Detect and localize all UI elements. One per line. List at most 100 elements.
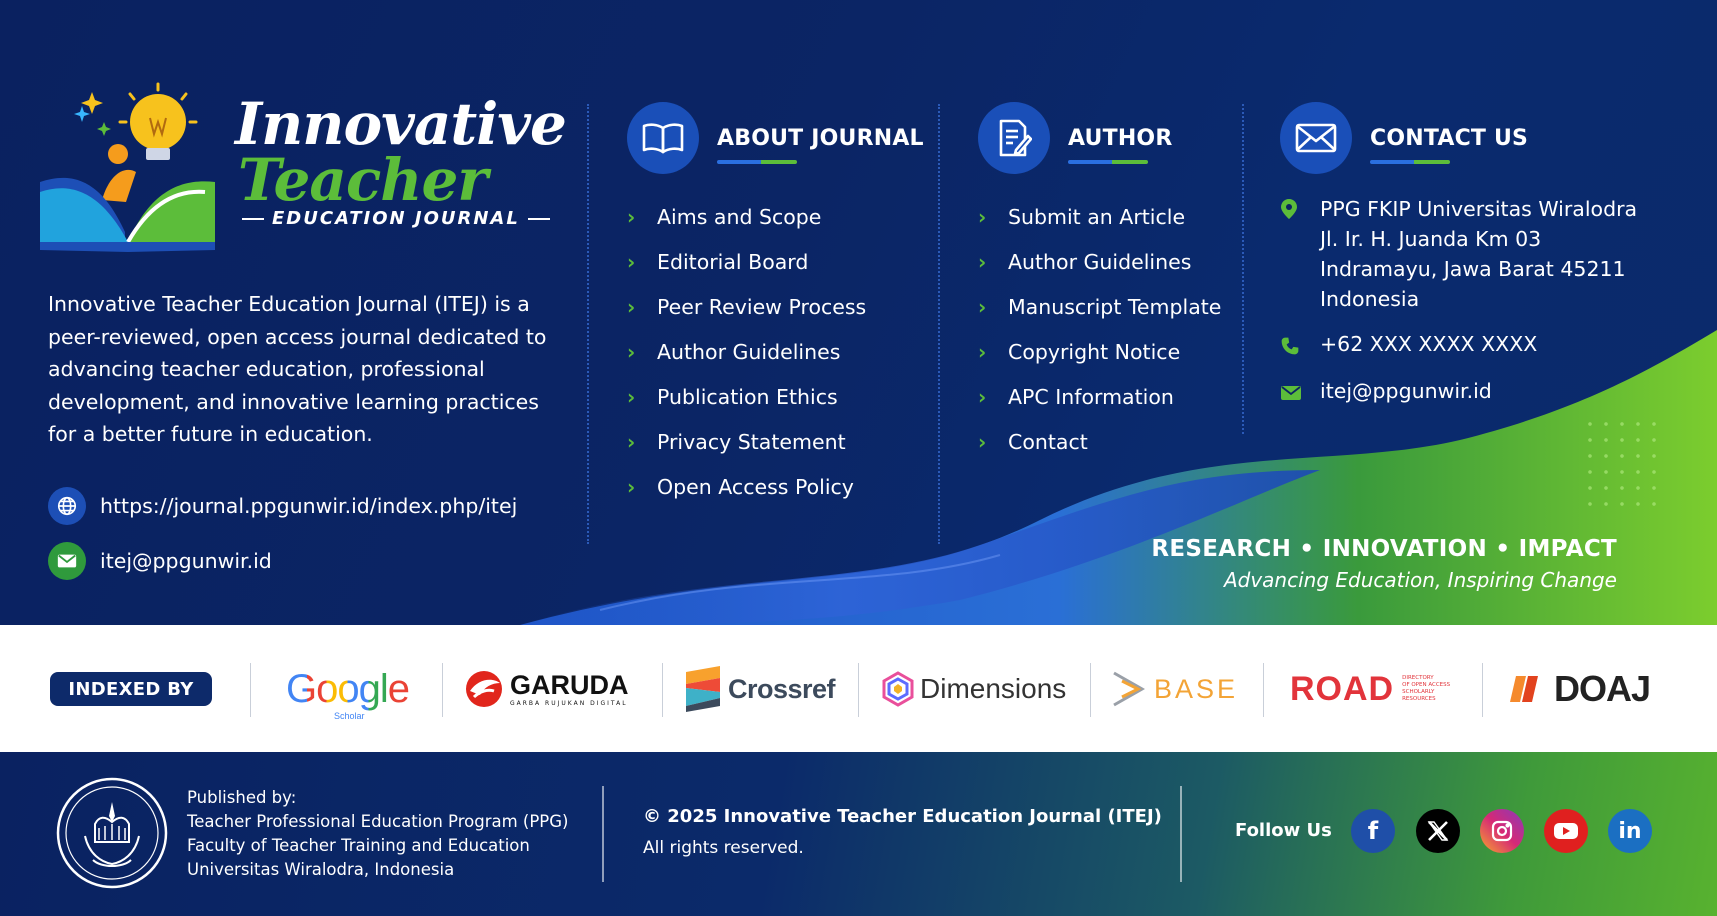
book-icon (627, 102, 699, 174)
contact-email[interactable]: itej@ppgunwir.id (1280, 379, 1637, 407)
divider (1090, 663, 1091, 717)
email-link[interactable]: itej@ppgunwir.id (48, 542, 272, 580)
contact-phone[interactable]: +62 XXX XXXX XXXX (1280, 332, 1637, 361)
address-line: Indonesia (1320, 287, 1420, 311)
instagram-icon[interactable] (1480, 809, 1524, 853)
dimensions-wordmark: Dimensions (920, 673, 1067, 704)
garuda-logo[interactable]: GARUDA GARBA RUJUKAN DIGITAL (464, 653, 629, 725)
dimensions-icon (882, 671, 914, 707)
divider (858, 663, 859, 717)
journal-description: Innovative Teacher Education Journal (IT… (48, 292, 547, 446)
phone-icon (1280, 332, 1320, 361)
divider (662, 663, 663, 717)
x-icon[interactable] (1416, 809, 1460, 853)
about-item-publication-ethics[interactable]: ›Publication Ethics (627, 384, 838, 409)
chevron-right-icon: › (627, 474, 636, 499)
chevron-right-icon: › (978, 204, 987, 229)
dimensions-logo[interactable]: Dimensions (880, 653, 1066, 725)
divider (1242, 104, 1244, 434)
mail-icon (48, 542, 86, 580)
youtube-icon[interactable] (1544, 809, 1588, 853)
chevron-right-icon: › (627, 429, 636, 454)
document-icon (978, 102, 1050, 174)
road-sub: DIRECTORY OF OPEN ACCESS SCHOLARLY RESOU… (1402, 675, 1451, 702)
website-url[interactable]: https://journal.ppgunwir.id/index.php/it… (100, 494, 518, 518)
footer: Published by: Teacher Professional Educa… (0, 752, 1717, 916)
author-item-apc[interactable]: ›APC Information (978, 384, 1174, 409)
contact-address: PPG FKIP Universitas Wiralodra Jl. Ir. H… (1280, 194, 1637, 314)
base-logo[interactable]: BASE (1112, 653, 1238, 725)
divider (938, 104, 940, 544)
hero-section: Innovative Teacher EDUCATION JOURNAL Inn… (0, 0, 1717, 625)
published-label: Published by: (187, 788, 297, 807)
garuda-sub: GARBA RUJUKAN DIGITAL (510, 699, 628, 707)
about-item-privacy[interactable]: ›Privacy Statement (627, 429, 846, 454)
chevron-right-icon: › (978, 429, 987, 454)
author-heading: AUTHOR (1068, 125, 1173, 151)
email-address[interactable]: itej@ppgunwir.id (100, 549, 272, 573)
chevron-right-icon: › (978, 294, 987, 319)
base-wordmark: BASE (1154, 673, 1239, 704)
chevron-right-icon: › (978, 339, 987, 364)
divider (1180, 786, 1182, 882)
divider (250, 663, 251, 717)
about-item-aims[interactable]: ›Aims and Scope (627, 204, 822, 229)
publisher-line: Universitas Wiralodra, Indonesia (187, 860, 455, 879)
crossref-icon (686, 666, 720, 712)
road-logo[interactable]: ROAD DIRECTORY OF OPEN ACCESS SCHOLARLY … (1290, 653, 1450, 725)
chevron-right-icon: › (627, 249, 636, 274)
journal-logo[interactable]: Innovative Teacher EDUCATION JOURNAL (40, 82, 567, 272)
author-item-contact[interactable]: ›Contact (978, 429, 1088, 454)
university-seal-icon (56, 777, 168, 889)
author-item-copyright[interactable]: ›Copyright Notice (978, 339, 1181, 364)
garuda-icon (466, 671, 502, 707)
publisher-info: Published by: Teacher Professional Educa… (187, 786, 568, 882)
divider (587, 104, 589, 544)
rights-text: All rights reserved. (643, 838, 804, 858)
follow-us-label: Follow Us (1235, 820, 1332, 841)
author-item-template[interactable]: ›Manuscript Template (978, 294, 1222, 319)
divider (1482, 663, 1483, 717)
author-item-guidelines[interactable]: ›Author Guidelines (978, 249, 1192, 274)
divider (602, 786, 604, 882)
book-lightbulb-icon (40, 82, 215, 252)
about-item-peer-review[interactable]: ›Peer Review Process (627, 294, 867, 319)
contact-column: CONTACT US PPG FKIP Universitas Wiralodr… (1280, 102, 1637, 407)
road-wordmark: ROAD (1290, 669, 1395, 708)
about-item-author-guidelines[interactable]: ›Author Guidelines (627, 339, 841, 364)
author-item-submit[interactable]: ›Submit an Article (978, 204, 1186, 229)
address-line: Indramayu, Jawa Barat 45211 (1320, 257, 1626, 281)
website-link[interactable]: https://journal.ppgunwir.id/index.php/it… (48, 487, 517, 525)
divider (442, 663, 443, 717)
heading-underline (1370, 159, 1450, 164)
chevron-right-icon: › (627, 384, 636, 409)
author-list: ›Submit an Article ›Author Guidelines ›M… (978, 194, 1221, 464)
publisher-line: Faculty of Teacher Training and Educatio… (187, 836, 530, 855)
about-item-open-access[interactable]: ›Open Access Policy (627, 474, 854, 499)
address-line: Jl. Ir. H. Juanda Km 03 (1320, 227, 1542, 251)
logo-subtitle: EDUCATION JOURNAL (242, 208, 550, 229)
doaj-icon (1510, 676, 1538, 702)
indexed-by-strip: INDEXED BY Google Scholar GARUDA GARBA R… (0, 625, 1717, 752)
chevron-right-icon: › (978, 384, 987, 409)
about-journal-list: ›Aims and Scope ›Editorial Board ›Peer R… (627, 194, 924, 509)
copyright-text: © 2025 Innovative Teacher Education Jour… (643, 806, 1162, 827)
location-icon (1280, 194, 1320, 225)
contact-heading: CONTACT US (1370, 125, 1529, 151)
base-icon (1113, 671, 1146, 707)
globe-icon (48, 487, 86, 525)
doaj-logo[interactable]: DOAJ (1508, 653, 1651, 725)
logo-word-innovative: Innovative (235, 90, 567, 158)
envelope-icon (1280, 102, 1352, 174)
divider (1263, 663, 1264, 717)
heading-underline (717, 159, 797, 164)
crossref-logo[interactable]: Crossref (686, 653, 836, 725)
linkedin-icon[interactable]: in (1608, 809, 1652, 853)
tagline-main: RESEARCH • INNOVATION • IMPACT (1151, 536, 1617, 562)
crossref-wordmark: Crossref (728, 673, 836, 704)
google-scholar-logo[interactable]: Google Scholar (286, 653, 410, 725)
facebook-icon[interactable]: f (1351, 809, 1395, 853)
about-item-editorial-board[interactable]: ›Editorial Board (627, 249, 809, 274)
about-journal-column: ABOUT JOURNAL ›Aims and Scope ›Editorial… (627, 102, 924, 509)
indexed-by-label: INDEXED BY (50, 672, 212, 706)
